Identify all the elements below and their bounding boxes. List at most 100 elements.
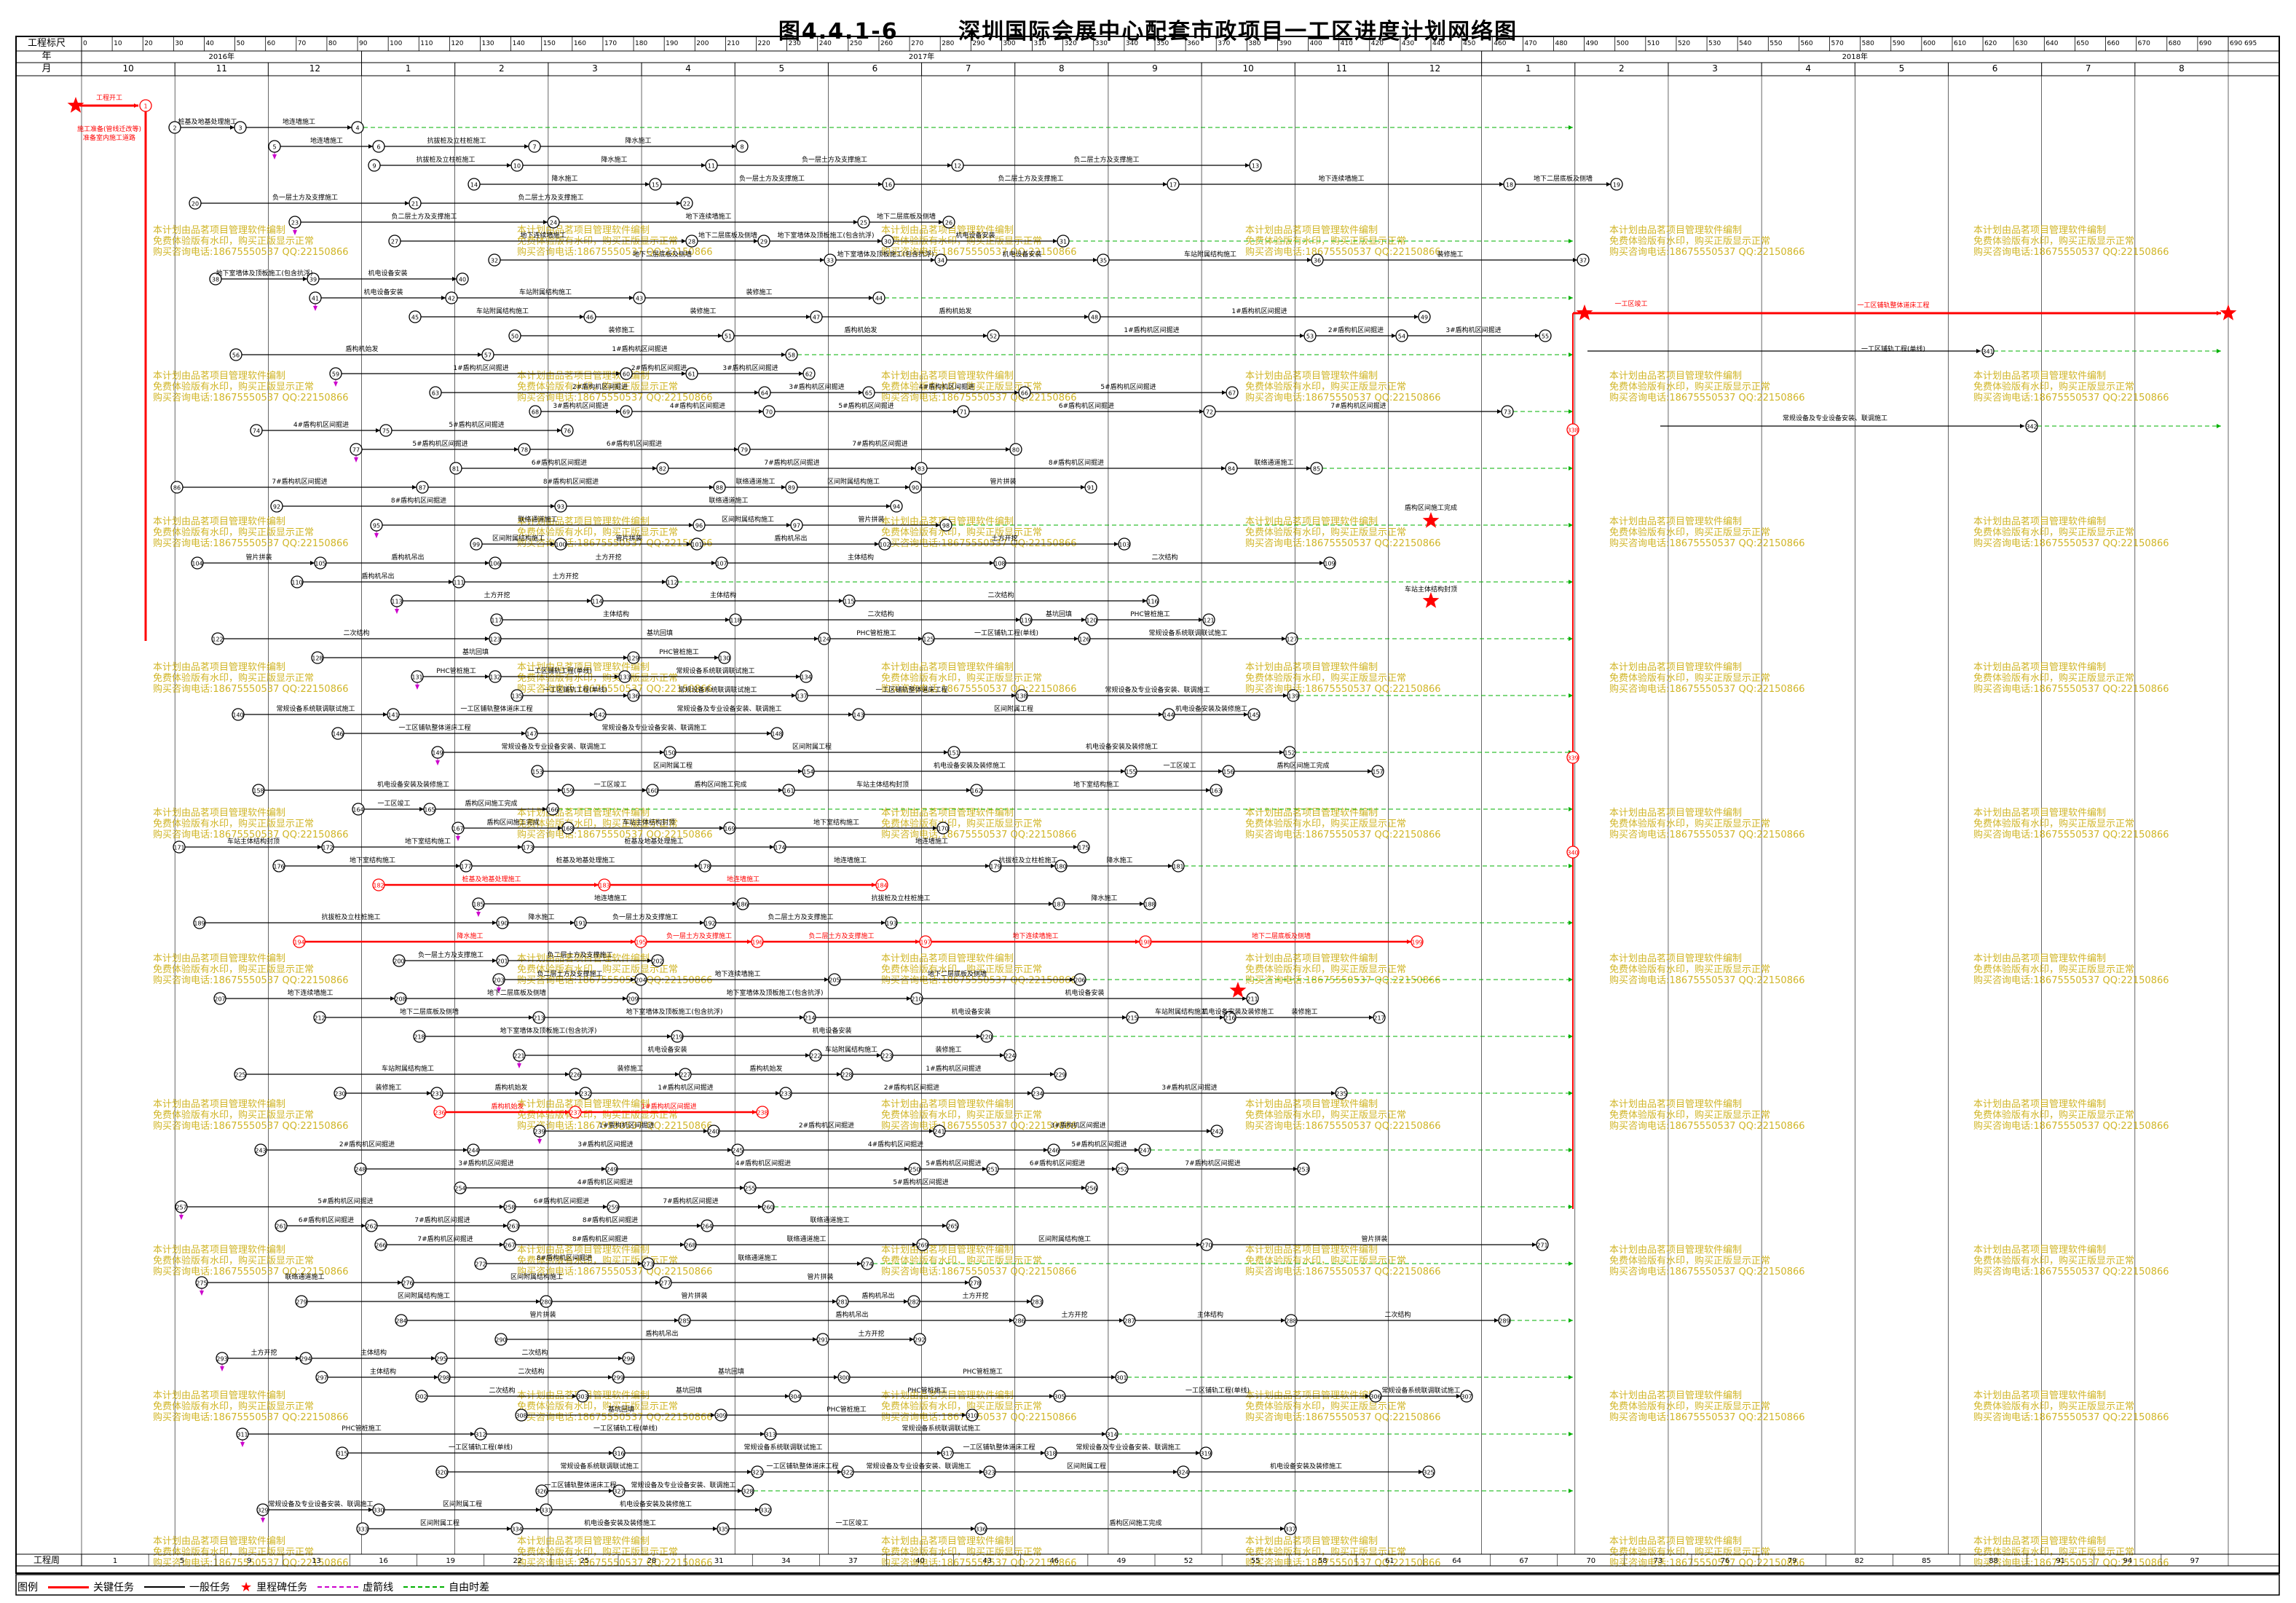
arrow-head [485, 674, 489, 679]
activity-label: 地下室结构施工 [813, 818, 859, 827]
arrow-head [667, 1034, 671, 1039]
activity-label: 1#盾构机区间掘进 [1124, 326, 1179, 334]
event-node-number: 129 [628, 655, 639, 662]
activity-label: 负二层土方及支撑施工 [518, 193, 583, 202]
arrow-head [609, 1489, 613, 1493]
activity-label: PHC管桩施工 [963, 1367, 1002, 1376]
event-node [1116, 1162, 1129, 1175]
arrow-head [1222, 390, 1226, 395]
arrow-head [1111, 1375, 1116, 1379]
activity-label: 5#盾构机区间掘进 [926, 1159, 981, 1167]
activity-label: 3#盾构机区间掘进 [789, 382, 844, 391]
event-node-number: 312 [475, 1432, 486, 1438]
event-node [1097, 253, 1110, 267]
month-label-1: 11 [216, 63, 227, 74]
arrow-head [755, 1508, 760, 1512]
watermark-text: 购买咨询电话:18675550537 QQ:22150866 [517, 392, 713, 403]
arrow-head [500, 1242, 504, 1247]
event-node [803, 1011, 816, 1024]
event-node [456, 272, 469, 285]
arrow-head [682, 239, 686, 243]
event-node-number: 189 [194, 921, 205, 927]
watermark-text: 本计划由品茗项目管理软件编制 [1609, 662, 1742, 673]
activity-label: 一工区铺轨工程(单线) [528, 666, 592, 675]
arrow-head [638, 1261, 642, 1266]
arrow-head [1573, 258, 1577, 262]
watermark-text: 本计划由品茗项目管理软件编制 [1245, 953, 1378, 964]
event-node-number: 265 [947, 1224, 958, 1230]
arrow-head [905, 485, 910, 489]
event-node-number: 33 [827, 258, 834, 264]
activity-label: 7#盾构机区间掘进 [852, 439, 907, 448]
event-node-number: 225 [234, 1072, 245, 1079]
week-tick-label: 9 [247, 1557, 251, 1565]
activity-label: 联络通道施工 [738, 1253, 777, 1262]
arrow-head [904, 1299, 908, 1304]
activity-label: 3#盾构机区间掘进 [1050, 1121, 1105, 1130]
event-node-number: 221 [513, 1053, 524, 1060]
event-node-number: 58 [788, 352, 795, 359]
event-node [885, 916, 898, 929]
activity-label: 盾构区间施工完成 [694, 780, 746, 789]
arrow-head [2217, 349, 2221, 353]
watermark-text: 本计划由品茗项目管理软件编制 [153, 225, 285, 236]
arrow-head [565, 1110, 569, 1114]
arrow-head [965, 1280, 969, 1285]
watermark-text: 购买咨询电话:18675550537 QQ:22150866 [517, 537, 713, 549]
arrow-head [383, 712, 387, 717]
event-node-number: 61 [688, 371, 695, 378]
scale-tick-label: 220 [758, 40, 770, 47]
event-node-number: 297 [316, 1375, 327, 1382]
arrow-head [1499, 182, 1504, 186]
event-node [508, 329, 521, 342]
arrow-head [813, 1337, 817, 1342]
event-node [139, 99, 152, 112]
event-node-number: 77 [352, 447, 360, 454]
watermark-text: 本计划由品茗项目管理软件编制 [881, 371, 1014, 382]
page-title: 图4.4.1-6 深圳国际会展中心配套市政项目一工区进度计划网络图 [0, 13, 2296, 45]
arrow-head [1281, 1318, 1285, 1323]
arrow-head [878, 182, 883, 186]
event-node [1501, 405, 1514, 418]
month-label-7: 5 [778, 63, 784, 74]
arrow-head [2020, 424, 2024, 428]
event-node [890, 500, 903, 513]
arrow-head [1569, 1148, 1573, 1152]
virtual-link-head [435, 760, 440, 765]
event-node-number: 306 [1370, 1394, 1381, 1401]
watermark-text: 免费体验版有水印，购买正版显示正常 [153, 964, 314, 975]
event-node [989, 859, 1002, 873]
watermark-text: 免费体验版有水印，购买正版显示正常 [517, 818, 678, 830]
event-node [1172, 859, 1185, 873]
arrow-head [875, 542, 879, 546]
activity-label: 1#盾构机区间掘进 [926, 1064, 981, 1073]
watermark-text: 购买咨询电话:18675550537 QQ:22150866 [517, 1266, 713, 1277]
month-label: 月 [42, 63, 51, 74]
week-tick-label: 22 [513, 1557, 522, 1565]
arrow-head [570, 921, 575, 925]
event-node-number: 66 [1021, 390, 1028, 397]
activity-label: 8#盾构机区间掘进 [543, 477, 599, 486]
arrow-head [1011, 693, 1016, 698]
activity-label: 盾构区间施工完成 [465, 799, 517, 808]
event-node-number: 166 [547, 807, 558, 814]
event-node-number: 57 [484, 352, 492, 359]
virtual-link-head [517, 1063, 521, 1068]
event-node [1411, 935, 1424, 948]
event-node-number: 45 [411, 315, 419, 321]
arrow-head [760, 1432, 765, 1436]
event-node-number: 304 [789, 1394, 800, 1401]
event-node [722, 329, 735, 342]
event-node-number: 5 [272, 144, 276, 151]
arrow-head [1245, 163, 1250, 168]
watermark-text: 本计划由品茗项目管理软件编制 [153, 371, 285, 382]
event-node [607, 1200, 620, 1213]
scale-tick-label: 370 [1218, 40, 1230, 47]
activity-label: 一工区铺轨整体道床工程 [1857, 301, 1929, 310]
arrow-head [310, 561, 315, 565]
week-tick-label: 64 [1452, 1557, 1461, 1565]
event-node-number: 187 [1053, 902, 1064, 908]
watermark-text: 购买咨询电话:18675550537 QQ:22150866 [1245, 974, 1441, 986]
event-node [467, 1143, 480, 1157]
activity-label: 常规设备系统联调联试施工 [276, 704, 355, 713]
